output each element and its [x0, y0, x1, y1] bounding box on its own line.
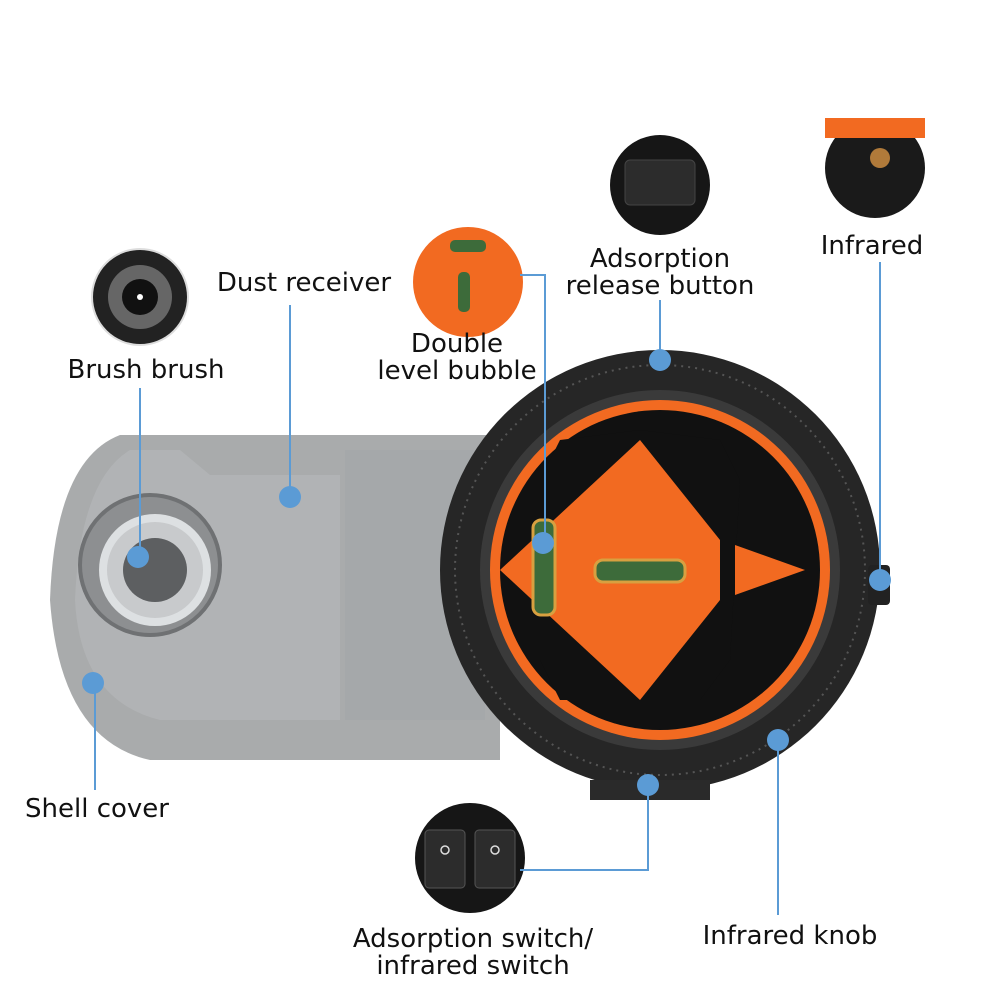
- callout-lines: [82, 262, 891, 915]
- release-button-thumbnail: [610, 135, 710, 235]
- label-double-level-bubble-1: Double: [411, 329, 503, 359]
- label-brush-brush: Brush brush: [68, 355, 225, 385]
- label-switch-1: Adsorption switch/: [353, 924, 594, 954]
- bubble-thumbnail: [413, 227, 523, 337]
- label-dust-receiver: Dust receiver: [217, 268, 392, 298]
- brush-thumbnail: [91, 248, 189, 346]
- label-infrared-knob: Infrared knob: [703, 921, 878, 951]
- label-infrared: Infrared: [821, 231, 924, 261]
- label-adsorption-release-1: Adsorption: [590, 244, 730, 274]
- dust-receiver-body: [50, 435, 500, 760]
- label-shell-cover: Shell cover: [25, 794, 169, 824]
- switch-thumbnail: [415, 803, 525, 913]
- label-double-level-bubble-2: level bubble: [377, 356, 536, 386]
- infrared-thumbnail: [825, 118, 925, 218]
- label-switch-2: infrared switch: [376, 951, 569, 981]
- label-adsorption-release-2: release button: [566, 271, 755, 301]
- laser-dial: [440, 350, 890, 800]
